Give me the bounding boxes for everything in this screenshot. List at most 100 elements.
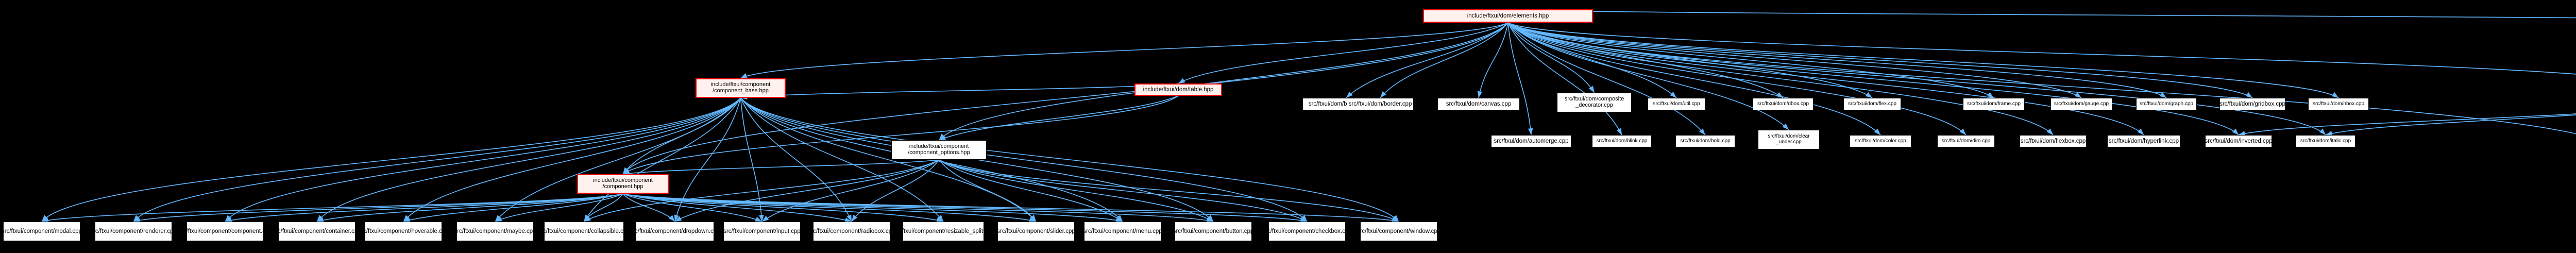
graph-edge: [939, 159, 1308, 222]
graph-edge: [1507, 22, 2144, 136]
graph-node[interactable]: src/ftxui/dom/bold.cpp: [1675, 135, 1735, 147]
graph-node[interactable]: src/ftxui/component/renderer.cpp: [90, 222, 177, 241]
graph-edge: [740, 97, 764, 222]
graph-edge: [1507, 22, 1706, 136]
graph-node[interactable]: src/ftxui/component/menu.cpp: [1083, 222, 1162, 241]
graph-node[interactable]: src/ftxui/component/window.cpp: [1357, 222, 1440, 241]
graph-edge: [938, 159, 1037, 222]
graph-edge: [1507, 9, 2576, 19]
graph-edge: [316, 97, 741, 222]
graph-node[interactable]: src/ftxui/component/modal.cpp: [2, 222, 82, 241]
graph-edge: [1178, 22, 1509, 84]
graph-edge: [1507, 22, 2339, 98]
graph-edge: [1507, 22, 2167, 98]
graph-node[interactable]: src/ftxui/dom/frame.cpp: [1963, 98, 2025, 110]
graph-node[interactable]: include/ftxui/component /component.hpp: [577, 174, 669, 194]
graph-node[interactable]: src/ftxui/component/input.cpp: [723, 222, 801, 241]
graph-node[interactable]: src/ftxui/dom/blink.cpp: [1592, 135, 1652, 147]
graph-edge: [495, 193, 623, 222]
graph-edge: [1507, 22, 2576, 75]
graph-node[interactable]: include/ftxui/component /component_optio…: [891, 140, 987, 160]
graph-edge: [939, 159, 1214, 222]
graph-node[interactable]: include/ftxui/dom/elements.hpp: [1423, 9, 1593, 23]
graph-node[interactable]: src/ftxui/dom/clear _under.cpp: [1758, 130, 1820, 149]
graph-edge: [740, 97, 944, 222]
graph-edge: [622, 159, 939, 176]
graph-node[interactable]: include/ftxui/dom/table.hpp: [1134, 83, 1222, 96]
graph-node[interactable]: src/ftxui/dom/flexbox.cpp: [2020, 135, 2087, 147]
graph-edge: [1507, 22, 2576, 134]
graph-edge: [1507, 22, 1784, 98]
graph-node[interactable]: src/ftxui/component/dropdown.cpp: [630, 222, 720, 241]
graph-edge: [939, 95, 1179, 141]
graph-edge: [740, 83, 1179, 100]
graph-node[interactable]: src/ftxui/component/button.cpp: [1173, 222, 1253, 241]
graph-node[interactable]: src/ftxui/dom/util.cpp: [1648, 98, 1705, 110]
graph-edge: [674, 159, 939, 222]
graph-edge: [740, 97, 1123, 222]
graph-edge: [1507, 22, 1967, 136]
graph-node[interactable]: src/ftxui/component/hoverable.cpp: [358, 222, 449, 241]
graph-node[interactable]: src/ftxui/dom/dbox.cpp: [1753, 98, 1814, 110]
graph-edge: [1507, 22, 2239, 136]
graph-edge: [939, 159, 1123, 222]
graph-edge: [1380, 22, 1509, 98]
graph-node[interactable]: src/ftxui/dom/italic.cpp: [2296, 135, 2355, 147]
graph-node[interactable]: src/ftxui/component/resizable_split.cpp: [892, 222, 994, 241]
graph-edge: [740, 22, 1509, 79]
graph-edge: [622, 193, 762, 222]
graph-edge: [1507, 22, 2082, 98]
graph-node[interactable]: src/ftxui/component/maybe.cpp: [454, 222, 536, 241]
graph-edge: [622, 193, 675, 222]
graph-node[interactable]: include/ftxui/component /component_base.…: [696, 78, 786, 98]
graph-node[interactable]: src/ftxui/dom/dim.cpp: [1937, 135, 1995, 147]
graph-edge: [403, 193, 623, 223]
graph-node[interactable]: src/ftxui/dom/hyperlink.cpp: [2107, 135, 2180, 147]
graph-edge: [1477, 22, 1509, 98]
graph-edge: [1507, 22, 2054, 136]
graph-node[interactable]: src/ftxui/dom/gridbox.cpp: [2219, 98, 2285, 110]
graph-edge: [740, 97, 1308, 222]
graph-node[interactable]: src/ftxui/dom/composite _decorator.cpp: [1557, 93, 1632, 112]
graph-edge: [1507, 22, 1533, 136]
graph-node[interactable]: src/ftxui/dom/graph.cpp: [2136, 98, 2197, 110]
graph-node[interactable]: src/ftxui/dom/automerge.cpp: [1491, 135, 1571, 147]
graph-node[interactable]: src/ftxui/dom/hbox.cpp: [2308, 98, 2369, 110]
graph-edge: [622, 193, 1123, 223]
graph-node[interactable]: src/ftxui/component/component.cpp: [178, 222, 272, 241]
graph-edge: [495, 97, 741, 222]
graph-node[interactable]: src/ftxui/component/slider.cpp: [997, 222, 1075, 241]
graph-edge: [583, 97, 741, 222]
graph-node[interactable]: src/ftxui/component/radiobox.cpp: [808, 222, 895, 241]
graph-node[interactable]: src/ftxui/dom/canvas.cpp: [1437, 98, 1520, 110]
graph-node[interactable]: src/ftxui/component/collapsible.cpp: [538, 222, 630, 241]
graph-edge: [1507, 22, 1622, 136]
graph-edge: [761, 159, 939, 222]
graph-node[interactable]: src/ftxui/dom/inverted.cpp: [2205, 135, 2273, 147]
graph-node[interactable]: src/ftxui/dom/color.cpp: [1850, 135, 1911, 147]
graph-edge: [1507, 22, 1873, 98]
graph-edge: [133, 193, 623, 223]
graph-node[interactable]: src/ftxui/dom/gauge.cpp: [2050, 98, 2112, 110]
graph-edge: [1507, 22, 2253, 98]
graph-edge: [622, 193, 1214, 223]
graph-edge: [1507, 22, 1881, 136]
graph-edge: [1507, 22, 2326, 136]
graph-node[interactable]: src/ftxui/dom/flex.cpp: [1843, 98, 1901, 110]
graph-node[interactable]: src/ftxui/component/container.cpp: [273, 222, 361, 241]
graph-edge: [939, 159, 1399, 222]
graph-edge: [622, 193, 1308, 223]
graph-edge: [851, 159, 940, 222]
graph-edge: [740, 97, 1214, 222]
graph-edge: [2238, 113, 2576, 136]
graph-edge: [1507, 22, 1994, 98]
graph-node[interactable]: src/ftxui/dom/border.cpp: [1347, 98, 1414, 110]
graph-node[interactable]: src/ftxui/component/checkbox.cpp: [1262, 222, 1352, 241]
graph-edge: [225, 193, 623, 223]
graph-edge: [622, 193, 1399, 223]
graph-edge: [938, 22, 1509, 141]
graph-edge: [622, 97, 741, 175]
graph-edge: [740, 97, 852, 222]
graph-edge: [225, 97, 741, 222]
